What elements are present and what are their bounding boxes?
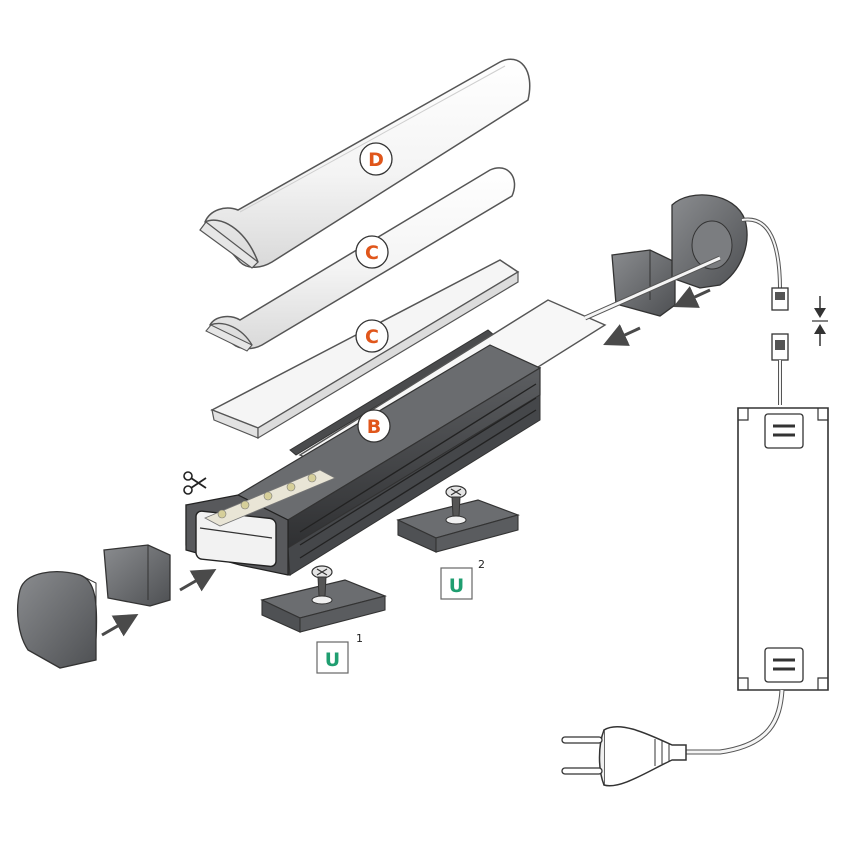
label-u1: U 1 [316, 632, 363, 674]
connect-arrows-icon [812, 296, 828, 346]
label-c-upper: C [355, 235, 389, 269]
connector-icon [771, 287, 789, 361]
mains-cable [670, 689, 784, 754]
screw-icon [311, 565, 333, 597]
svg-text:2: 2 [478, 558, 485, 571]
svg-text:U: U [325, 649, 340, 671]
mounting-clip-2 [396, 499, 520, 553]
svg-text:D: D [368, 149, 384, 171]
svg-text:C: C [365, 242, 379, 264]
svg-text:U: U [449, 575, 464, 597]
cable [741, 217, 782, 291]
label-c-lower: C [355, 319, 389, 353]
mounting-clip-1 [260, 579, 387, 633]
arrow-icon [179, 569, 217, 592]
label-d: D [359, 142, 393, 176]
arrow-icon [101, 614, 139, 637]
power-supply-icon [737, 407, 829, 691]
label-u2: U 2 [440, 558, 485, 600]
cable [741, 218, 781, 291]
plug-icon [561, 725, 687, 787]
screw-icon [445, 485, 467, 517]
cable [584, 256, 721, 320]
svg-text:B: B [367, 416, 381, 438]
arrow-icon [673, 286, 711, 308]
label-b: B [357, 409, 391, 443]
end-cap-left [17, 571, 98, 669]
scissors-icon [183, 471, 207, 495]
end-cap-insert [103, 544, 171, 607]
arrow-icon [603, 324, 641, 346]
svg-text:C: C [365, 326, 379, 348]
svg-text:1: 1 [356, 632, 363, 645]
mains-cable [670, 689, 785, 755]
end-cap-right [671, 194, 748, 289]
aluminium-profile [185, 344, 542, 576]
